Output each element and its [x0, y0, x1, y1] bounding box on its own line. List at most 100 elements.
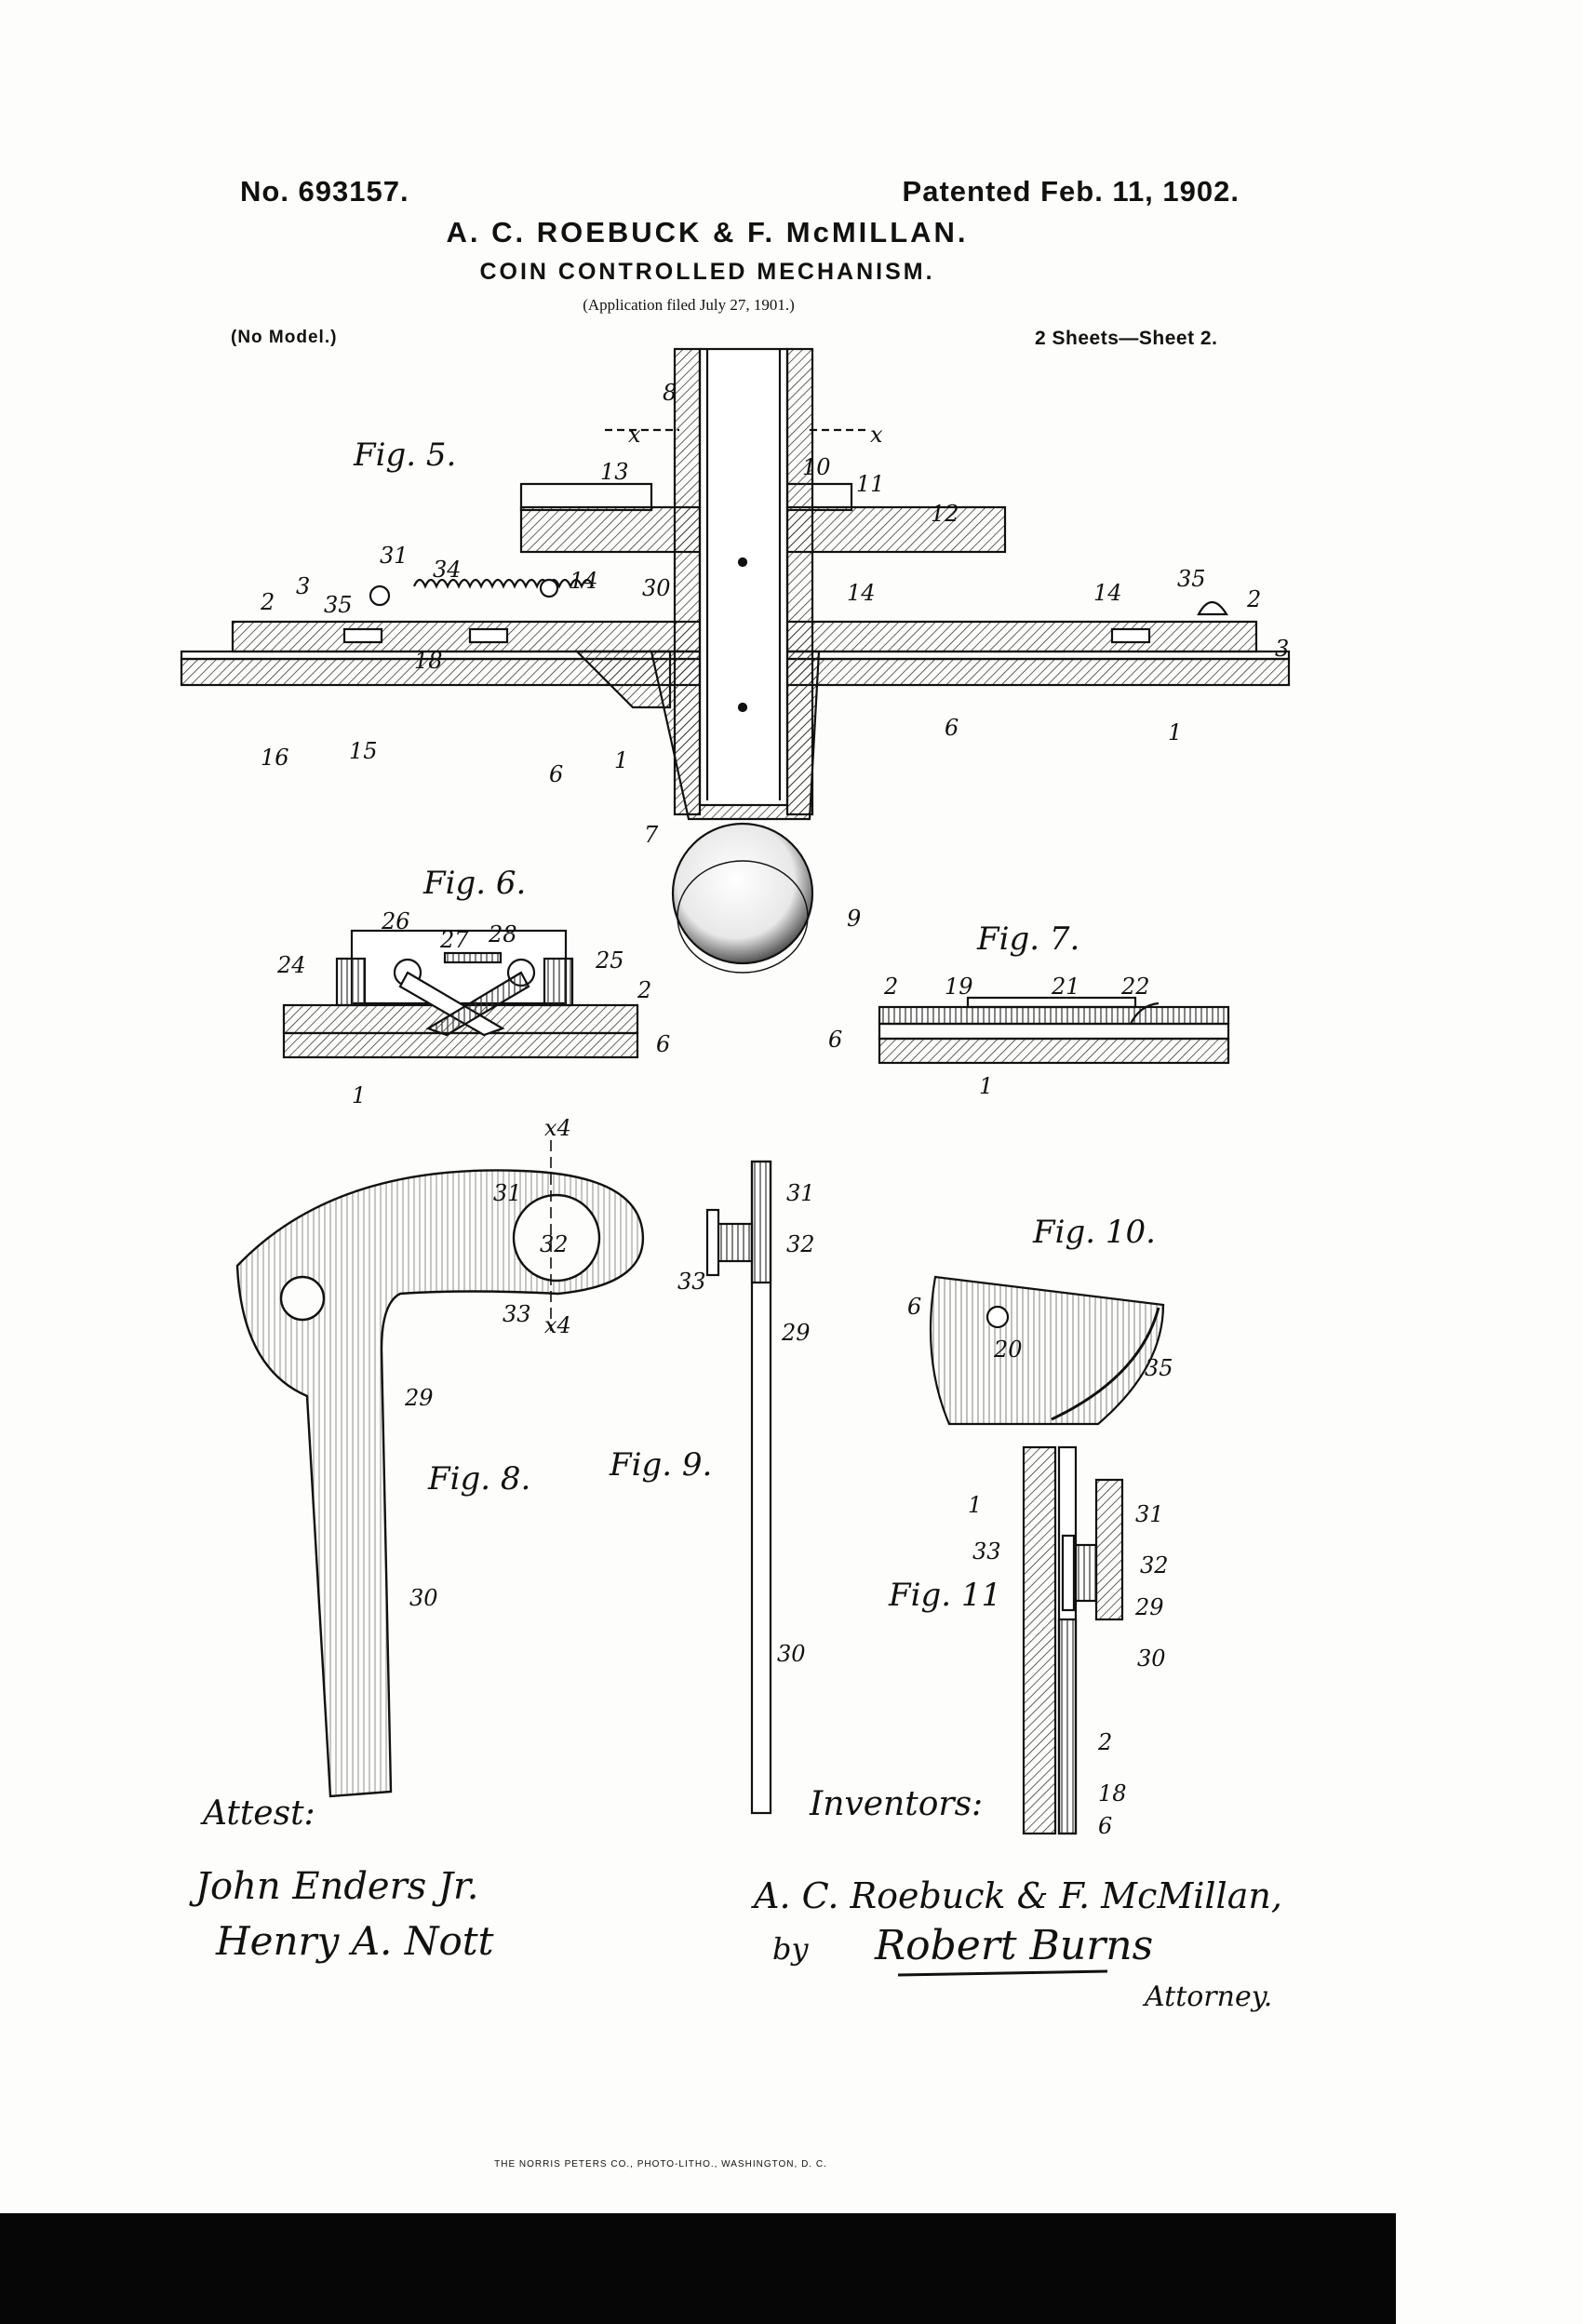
ref-14-left: 14 — [570, 568, 598, 594]
fig8-label: Fig. 8. — [427, 1460, 530, 1498]
ref-10: 10 — [802, 454, 831, 480]
by-label: by — [772, 1931, 809, 1967]
ref-13: 13 — [600, 459, 629, 485]
witness-2-signature: Henry A. Nott — [215, 1918, 494, 1964]
ref-15: 15 — [349, 738, 378, 764]
attest-label: Attest: — [200, 1794, 315, 1833]
ref-3-right: 3 — [1275, 636, 1289, 662]
ref-29-fig11: 29 — [1134, 1594, 1164, 1620]
ref-x-right: x — [870, 422, 883, 448]
sheet-count: 2 Sheets—Sheet 2. — [1035, 328, 1218, 349]
fig5-drawing — [180, 347, 1291, 974]
ref-21: 21 — [1051, 974, 1080, 1000]
patent-number: No. 693157. — [240, 175, 409, 208]
ref-6-fig10: 6 — [907, 1294, 921, 1320]
fig7-drawing — [878, 996, 1230, 1065]
ref-27: 27 — [439, 927, 469, 953]
ref-22: 22 — [1120, 974, 1150, 1000]
ref-29-fig8: 29 — [404, 1385, 434, 1411]
printer-credit: THE NORRIS PETERS CO., PHOTO-LITHO., WAS… — [494, 2159, 827, 2170]
ref-33-fig9: 33 — [677, 1269, 706, 1295]
fig9-label: Fig. 9. — [609, 1446, 712, 1484]
ref-31-fig9: 31 — [786, 1180, 815, 1206]
ref-12: 12 — [931, 501, 959, 527]
witness-1-signature: John Enders Jr. — [189, 1865, 478, 1908]
fig10-label: Fig. 10. — [1032, 1214, 1156, 1251]
ref-32-fig9: 32 — [786, 1231, 815, 1257]
ref-28: 28 — [488, 921, 517, 947]
ref-1-fig11: 1 — [968, 1492, 982, 1518]
ref-32-fig8: 32 — [540, 1231, 569, 1257]
signature-underline — [897, 1969, 1108, 1977]
scan-border-bar — [0, 2213, 1396, 2324]
ref-31-fig5: 31 — [380, 543, 409, 569]
ref-6-fig11: 6 — [1098, 1813, 1112, 1839]
ref-6-fig6: 6 — [656, 1031, 670, 1057]
ref-6-right: 6 — [945, 715, 959, 741]
ref-16: 16 — [261, 745, 289, 771]
no-model-note: (No Model.) — [231, 328, 338, 347]
ref-31-fig8: 31 — [493, 1180, 522, 1206]
fig11-label: Fig. 11 — [888, 1577, 1001, 1614]
patent-date: Patented Feb. 11, 1902. — [902, 175, 1240, 208]
ref-7: 7 — [644, 822, 659, 848]
ref-18-fig5: 18 — [414, 648, 443, 674]
ref-33-fig11: 33 — [972, 1538, 1001, 1565]
inventor-names: A. C. ROEBUCK & F. McMILLAN. — [446, 216, 969, 249]
ref-3-left: 3 — [296, 573, 310, 599]
ref-2-left: 2 — [260, 589, 275, 615]
reference-numerals: 8 x x 10 13 11 12 31 34 14 30 14 14 35 2… — [260, 380, 1289, 1839]
ref-x4-top: x4 — [544, 1115, 571, 1141]
ref-1-right: 1 — [1168, 719, 1182, 746]
ref-35-left: 35 — [324, 592, 353, 618]
signatures: Attest: John Enders Jr. Henry A. Nott In… — [189, 1785, 1282, 2013]
ref-30-fig9: 30 — [777, 1641, 806, 1667]
ref-1-fig7: 1 — [979, 1073, 993, 1099]
ref-2-fig11: 2 — [1097, 1729, 1112, 1755]
ref-25: 25 — [595, 947, 624, 974]
ref-1-fig6: 1 — [352, 1082, 366, 1108]
inventors-signature: A. C. Roebuck & F. McMillan, — [751, 1875, 1282, 1916]
application-filed: (Application filed July 27, 1901.) — [583, 296, 795, 314]
ref-30-fig8: 30 — [409, 1585, 438, 1611]
ref-35-fig10: 35 — [1145, 1355, 1173, 1381]
fig5-label: Fig. 5. — [353, 437, 456, 474]
ref-x-left: x — [628, 422, 641, 448]
ref-6-fig7: 6 — [828, 1027, 842, 1053]
fig11-drawing — [1022, 1445, 1124, 1835]
ref-34: 34 — [433, 557, 462, 583]
ref-1-left: 1 — [614, 747, 628, 773]
ref-x4-bottom: x4 — [544, 1312, 571, 1338]
figure-labels: Fig. 5. Fig. 6. Fig. 7. Fig. 8. Fig. 9. … — [353, 437, 1156, 1614]
ref-19: 19 — [945, 974, 973, 1000]
fig6-drawing — [282, 929, 639, 1059]
ref-30-fig11: 30 — [1137, 1646, 1166, 1672]
attorney-signature: Robert Burns — [874, 1922, 1153, 1969]
ref-14-mid: 14 — [847, 580, 876, 606]
ref-20: 20 — [993, 1337, 1023, 1363]
ref-18-fig11: 18 — [1098, 1780, 1127, 1807]
ref-2-fig7: 2 — [883, 974, 898, 1000]
patent-title: COIN CONTROLLED MECHANISM. — [479, 259, 935, 285]
ref-26: 26 — [381, 908, 410, 934]
ref-29-fig9: 29 — [781, 1320, 811, 1346]
fig7-label: Fig. 7. — [976, 920, 1079, 958]
fig8-drawing — [235, 1140, 645, 1798]
ref-6-left: 6 — [549, 761, 563, 787]
ref-2-fig6: 2 — [637, 977, 651, 1003]
ref-33-fig8: 33 — [503, 1301, 531, 1327]
fig10-drawing — [929, 1275, 1165, 1426]
ref-35-right: 35 — [1177, 566, 1206, 592]
ref-24: 24 — [276, 952, 306, 978]
attorney-label: Attorney. — [1142, 1981, 1272, 2013]
inventors-label: Inventors: — [809, 1785, 983, 1823]
ref-11: 11 — [856, 471, 885, 497]
fig6-label: Fig. 6. — [422, 865, 526, 902]
ref-9: 9 — [847, 906, 861, 932]
ref-14-right: 14 — [1093, 580, 1122, 606]
fig9-drawing — [705, 1160, 772, 1815]
ref-30-fig5: 30 — [642, 575, 671, 601]
ref-31-fig11: 31 — [1135, 1501, 1164, 1527]
ref-2-right: 2 — [1246, 586, 1261, 612]
